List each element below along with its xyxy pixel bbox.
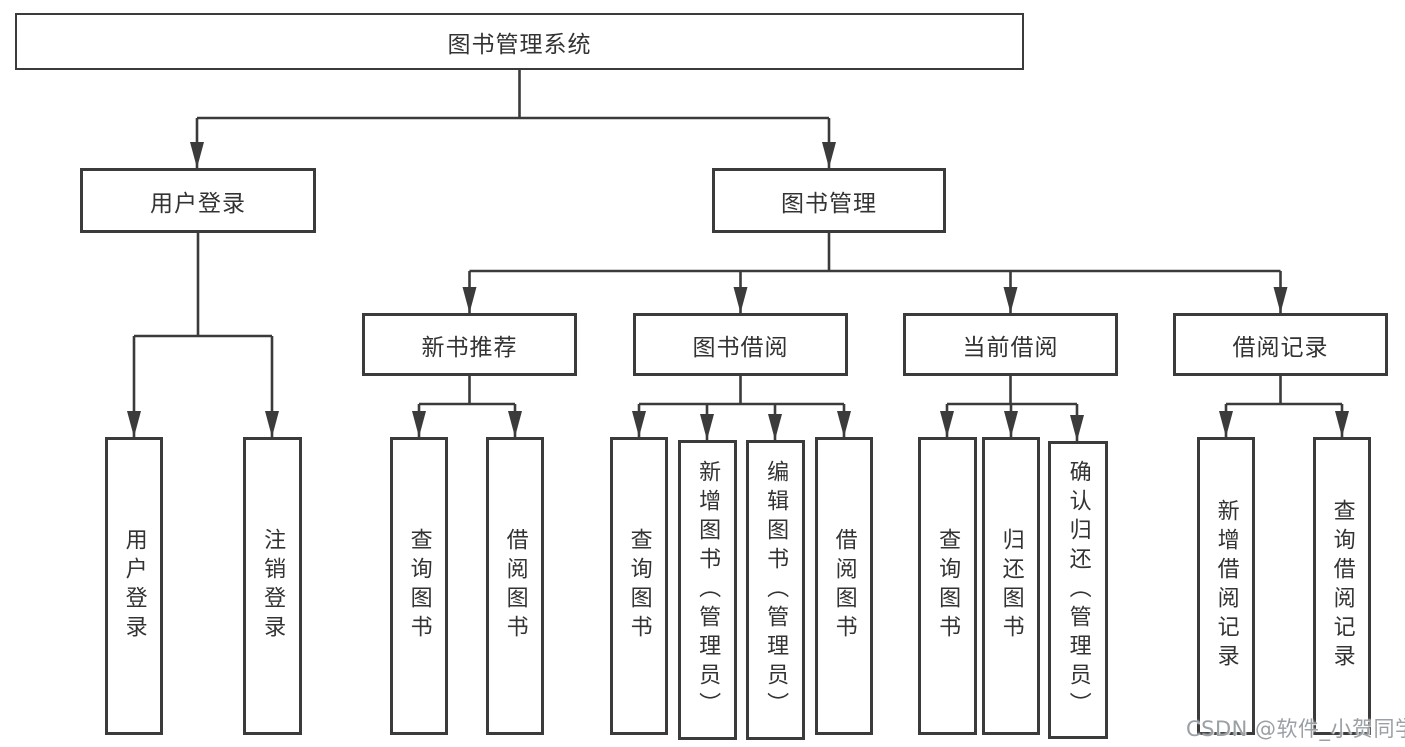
node-current-borrowing-label: 当前借阅 <box>962 334 1059 361</box>
node-borrow-books-1-label: 借阅图书 <box>502 528 528 644</box>
node-borrowing-records-label: 借阅记录 <box>1232 334 1329 361</box>
node-leaf-user-login: 用户登录 <box>105 437 163 735</box>
node-confirm-return-admin: 确认归还（管理员） <box>1048 441 1108 739</box>
node-add-book-admin-label: 新增图书（管理员） <box>695 459 721 721</box>
node-root-label: 图书管理系统 <box>447 31 592 58</box>
node-user-login: 用户登录 <box>80 168 316 233</box>
node-borrow-books-2: 借阅图书 <box>815 437 873 735</box>
node-leaf-user-login-label: 用户登录 <box>121 528 147 644</box>
csdn-watermark: CSDN @软件_小贺同学 <box>1186 717 1405 741</box>
node-query-books-2-label: 查询图书 <box>626 528 652 644</box>
node-add-borrow-record: 新增借阅记录 <box>1197 437 1255 735</box>
node-borrow-books-2-label: 借阅图书 <box>831 528 857 644</box>
node-edit-book-admin-label: 编辑图书（管理员） <box>763 459 789 721</box>
node-query-borrow-record-label: 查询借阅记录 <box>1329 499 1355 673</box>
node-root: 图书管理系统 <box>15 13 1024 70</box>
node-borrowing-records: 借阅记录 <box>1173 313 1388 376</box>
node-query-books-3: 查询图书 <box>918 437 977 735</box>
node-book-management-label: 图书管理 <box>781 190 877 217</box>
node-add-borrow-record-label: 新增借阅记录 <box>1213 499 1239 673</box>
node-leaf-logout-label: 注销登录 <box>260 528 286 644</box>
node-borrow-books-1: 借阅图书 <box>486 437 544 735</box>
node-query-books-3-label: 查询图书 <box>935 528 961 644</box>
node-current-borrowing: 当前借阅 <box>903 313 1118 376</box>
node-book-management: 图书管理 <box>712 168 946 233</box>
node-edit-book-admin: 编辑图书（管理员） <box>746 440 805 740</box>
node-new-book-recommend: 新书推荐 <box>362 313 577 376</box>
node-query-books-1-label: 查询图书 <box>406 528 432 644</box>
node-query-borrow-record: 查询借阅记录 <box>1313 437 1371 735</box>
node-return-books-label: 归还图书 <box>998 528 1024 644</box>
node-new-book-recommend-label: 新书推荐 <box>421 334 518 361</box>
node-query-books-1: 查询图书 <box>390 437 448 735</box>
node-return-books: 归还图书 <box>982 437 1040 735</box>
node-leaf-logout: 注销登录 <box>243 437 302 735</box>
node-book-borrowing: 图书借阅 <box>633 313 848 376</box>
node-query-books-2: 查询图书 <box>610 437 668 735</box>
node-user-login-label: 用户登录 <box>150 190 246 217</box>
node-add-book-admin: 新增图书（管理员） <box>678 440 737 740</box>
node-confirm-return-admin-label: 确认归还（管理员） <box>1065 459 1091 721</box>
node-book-borrowing-label: 图书借阅 <box>692 334 789 361</box>
